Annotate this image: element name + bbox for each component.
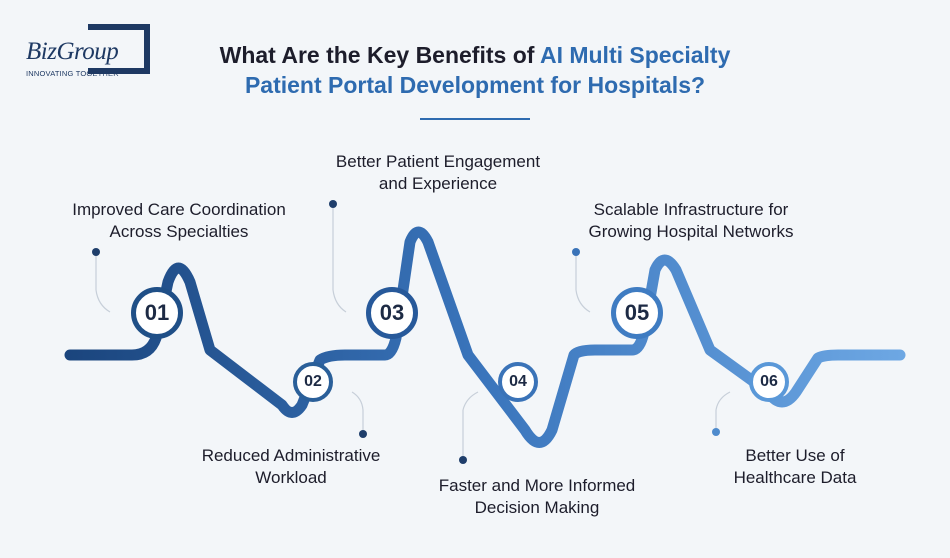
benefit-label-05-line2: Growing Hospital Networks xyxy=(588,222,794,241)
benefit-label-05: Scalable Infrastructure for Growing Hosp… xyxy=(556,199,826,243)
benefit-label-02-line1: Reduced Administrative xyxy=(201,446,381,465)
benefit-number-05: 05 xyxy=(611,287,663,339)
leader-01 xyxy=(92,248,111,313)
title-part-1: What Are the Key Benefits of xyxy=(219,42,540,68)
benefit-label-01-line2: Across Specialties xyxy=(109,222,249,241)
benefit-label-01-line1: Improved Care Coordination xyxy=(72,200,286,219)
benefit-label-04-line1: Faster and More Informed xyxy=(438,476,636,495)
benefit-number-03: 03 xyxy=(366,287,418,339)
title-part-3: Patient Portal Development for Hospitals… xyxy=(244,72,706,98)
benefit-label-04-line2: Decision Making xyxy=(474,498,600,517)
benefit-label-05-line1: Scalable Infrastructure for xyxy=(593,200,789,219)
leader-02 xyxy=(351,391,367,438)
benefit-number-01: 01 xyxy=(131,287,183,339)
benefit-label-03: Better Patient Engagement and Experience xyxy=(303,151,573,195)
benefit-label-01: Improved Care Coordination Across Specia… xyxy=(44,199,314,243)
benefit-label-02: Reduced Administrative Workload xyxy=(156,445,426,489)
brand-tagline: INNOVATING TOGETHER xyxy=(26,69,119,78)
benefit-label-03-line2: and Experience xyxy=(378,174,498,193)
benefit-label-04: Faster and More Informed Decision Making xyxy=(402,475,672,519)
benefit-label-03-line1: Better Patient Engagement xyxy=(335,152,541,171)
title-part-2: AI Multi Specialty xyxy=(539,42,731,68)
brand-name: BizGroup xyxy=(26,38,119,65)
title-underline xyxy=(420,118,530,120)
leader-06 xyxy=(712,391,731,436)
benefit-number-04: 04 xyxy=(498,362,538,402)
leader-04 xyxy=(459,391,479,464)
benefit-number-02: 02 xyxy=(293,362,333,402)
benefit-number-06: 06 xyxy=(749,362,789,402)
leader-03 xyxy=(329,200,347,313)
brand-logo: BizGroup INNOVATING TOGETHER xyxy=(22,24,158,82)
page-title: What Are the Key Benefits of AI Multi Sp… xyxy=(150,40,800,100)
benefit-label-06-line1: Better Use of xyxy=(745,446,845,465)
benefit-label-02-line2: Workload xyxy=(255,468,327,487)
benefit-label-06: Better Use of Healthcare Data xyxy=(660,445,930,489)
leader-05 xyxy=(572,248,591,313)
logo-frame xyxy=(88,24,150,74)
wave-line xyxy=(64,226,906,448)
benefit-label-06-line2: Healthcare Data xyxy=(733,468,857,487)
